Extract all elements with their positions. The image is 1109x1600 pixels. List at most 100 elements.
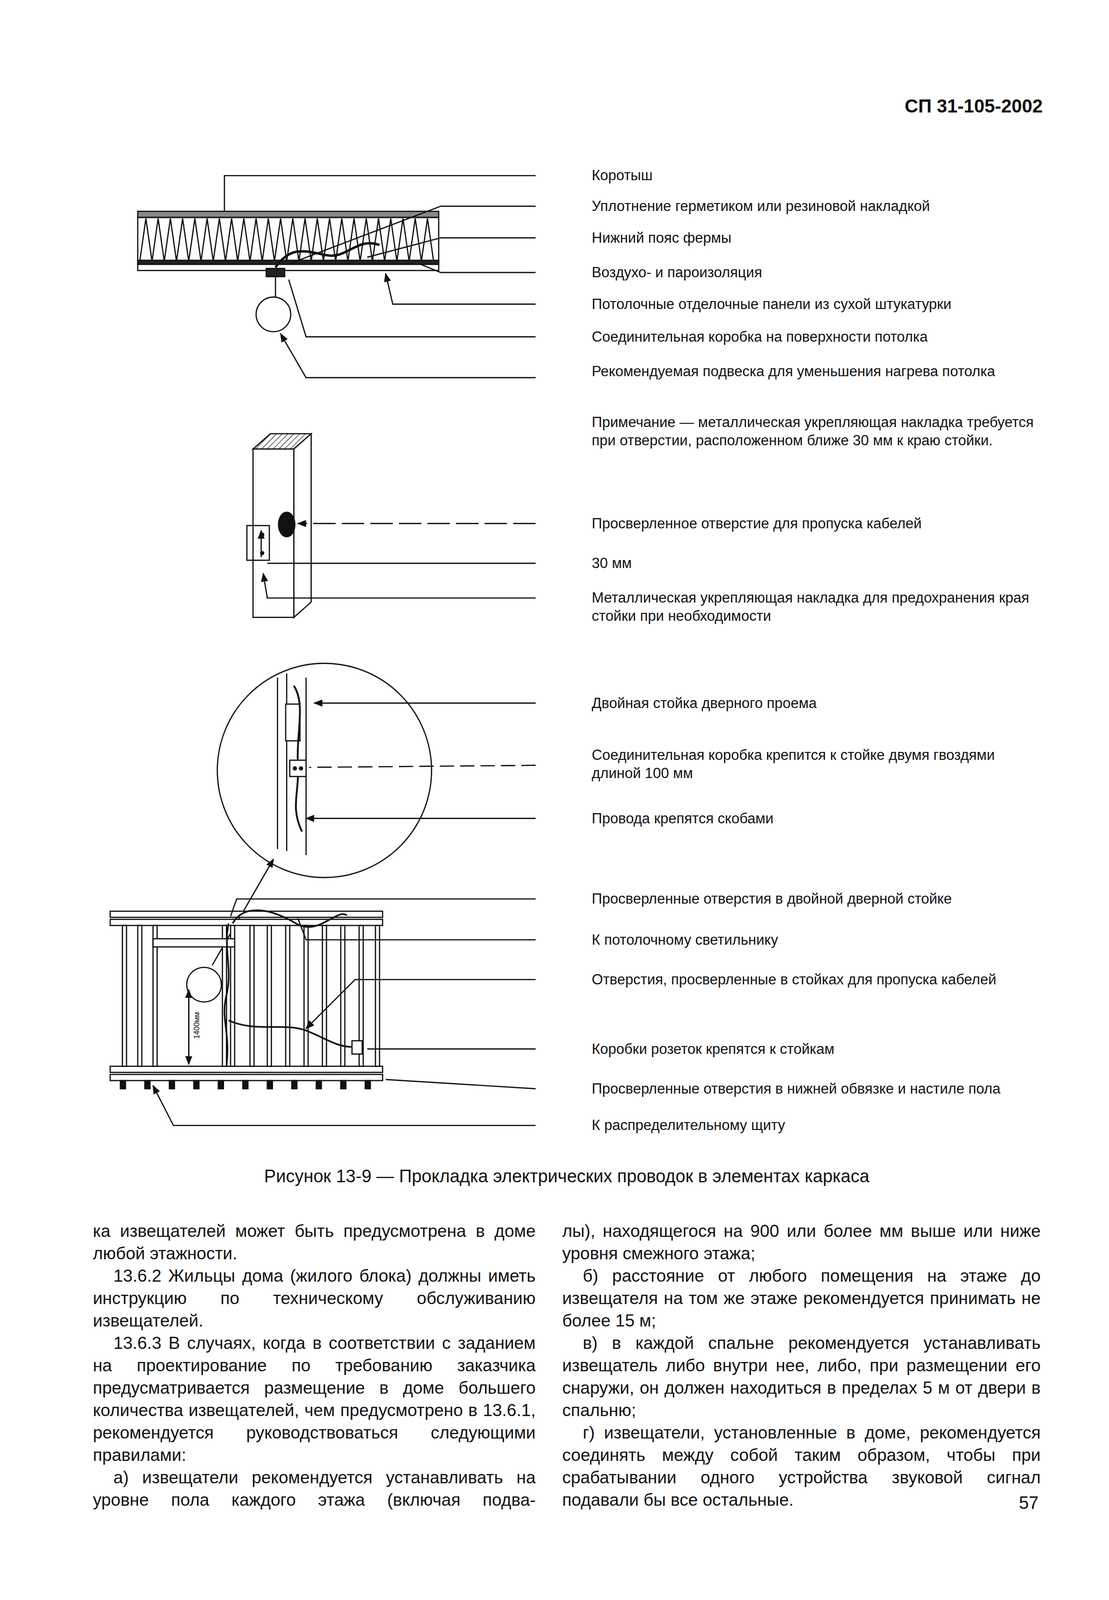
ceiling-section: [137, 264, 439, 271]
wall-framing: [110, 910, 383, 1089]
wall-framing: [153, 938, 235, 947]
body-paragraph: лы), находящегося на 900 или более мм вы…: [561, 1220, 1041, 1265]
leader-lines: [297, 918, 536, 941]
callout-label: Потолочные отделочные панели из сухой шт…: [591, 294, 1046, 314]
wall-framing: [340, 1080, 346, 1089]
callout-label: Коробки розеток крепятся к стойкам: [591, 1039, 1046, 1059]
leader-lines: [267, 562, 536, 565]
wall-framing: [242, 1080, 248, 1089]
detail-circle: [286, 673, 288, 851]
detail-circle: [217, 663, 432, 878]
leader-lines: [288, 279, 536, 337]
ceiling-section: [275, 243, 380, 268]
wall-framing: [188, 994, 190, 1065]
wall-framing: [267, 925, 272, 1067]
wall-framing: [316, 1080, 322, 1089]
callout-label: Соединительная коробка на поверхности по…: [591, 327, 1046, 346]
leader-lines: [263, 523, 536, 599]
wall-framing: [303, 925, 309, 1067]
callout-label: Просверленное отверстие для пропуска каб…: [591, 514, 1046, 533]
ceiling-section: [266, 268, 285, 277]
wall-framing: [122, 925, 127, 1067]
body-paragraph: в) в каждой спальне рекомендуется устана…: [561, 1332, 1041, 1422]
leader-lines: [224, 175, 536, 378]
wall-framing: [110, 1074, 383, 1081]
leader-lines: [280, 333, 536, 378]
callout-label: К распределительному щиту: [591, 1116, 1046, 1135]
stud-drawing: [260, 530, 262, 558]
wall-framing: [351, 1040, 363, 1054]
detail-circle: [217, 663, 432, 878]
callout-label: Отверстия, просверленные в стойках для п…: [591, 970, 1046, 989]
detail-circle: [276, 677, 279, 850]
ceiling-section: [274, 276, 277, 298]
leader-lines: [418, 263, 536, 273]
callout-label: Уплотнение герметиком или резиновой накл…: [591, 196, 1046, 216]
wall-framing: [267, 1080, 273, 1089]
detail-circle: [289, 760, 307, 777]
callout-label: Нижний пояс фермы: [591, 228, 1046, 247]
dimension-label: 1400мм: [192, 1011, 202, 1039]
wall-framing: [169, 1080, 175, 1089]
callout-label: К потолочному светильнику: [591, 930, 1046, 949]
wall-framing: [365, 1080, 371, 1089]
body-paragraph: ка извещателей может быть предусмотрена …: [92, 1220, 536, 1265]
ceiling-section: [137, 211, 439, 332]
leader-lines: [385, 273, 536, 305]
text-column: ка извещателей может быть предусмотрена …: [92, 1220, 536, 1512]
page-number: 57: [1018, 1492, 1039, 1514]
wall-framing: [322, 925, 327, 1067]
leader-lines: [153, 1085, 536, 1126]
leader-lines: [367, 1048, 536, 1050]
wall-framing: [193, 1080, 199, 1089]
wall-framing: [144, 1080, 150, 1089]
callout-label: Металлическая укрепляющая накладка для п…: [591, 588, 1046, 625]
body-paragraph: а) извещатели рекомендуется устанавливат…: [92, 1466, 536, 1512]
leader-lines: [153, 898, 536, 1126]
callout-label: Воздухо- и пароизоляция: [591, 263, 1046, 282]
stud-drawing: [252, 525, 254, 561]
detail-circle: [299, 766, 303, 771]
leader-lines: [306, 817, 536, 820]
leader-lines: [367, 238, 536, 258]
leader-lines: [263, 573, 536, 598]
body-paragraph: 13.6.3 В случаях, когда в соответствии с…: [92, 1332, 536, 1467]
stud-drawing: [246, 525, 270, 561]
text-column: лы), находящегося на 900 или более мм вы…: [561, 1220, 1041, 1512]
wall-framing: [218, 1080, 224, 1089]
leader-lines: [385, 1079, 536, 1089]
note-text: Примечание — металлическая укрепляющая н…: [591, 413, 1046, 450]
leader-lines: [297, 522, 536, 525]
detail-circle: [294, 685, 302, 832]
leader-lines: [314, 702, 536, 704]
detail-circle: [293, 766, 297, 771]
ceiling-section: [137, 211, 439, 218]
body-paragraph: б) расстояние от любого помещения на эта…: [561, 1264, 1041, 1333]
wall-framing: [137, 925, 142, 1067]
callout-label: 30 мм: [591, 554, 1046, 573]
body-paragraph: г) извещатели, установленные в доме, рек…: [561, 1421, 1041, 1512]
page-header: СП 31-105-2002: [904, 95, 1043, 117]
wall-framing: [110, 919, 383, 926]
illustration: [110, 175, 536, 1126]
callout-label: Провода крепятся скобами: [591, 809, 1046, 828]
leader-lines: [308, 765, 536, 768]
wall-framing: [224, 923, 229, 1067]
callout-label: Просверленные отверстия в двойной дверно…: [591, 889, 1046, 908]
wall-framing: [291, 1080, 297, 1089]
leader-lines: [306, 979, 536, 1029]
stud-drawing: [278, 512, 295, 537]
callout-label: Соединительная коробка крепится к стойке…: [591, 745, 1046, 783]
body-paragraph: 13.6.2 Жильцы дома (жилого блока) должны…: [92, 1264, 536, 1333]
wall-framing: [228, 1020, 352, 1047]
callout-label: Рекомендуемая подвеска для уменьшения на…: [591, 362, 1046, 381]
wall-framing: [110, 1066, 383, 1073]
callout-label: Просверленные отверстия в нижней обвязке…: [591, 1079, 1046, 1098]
figure-caption: Рисунок 13-9 — Прокладка электрических п…: [92, 1165, 1041, 1187]
wall-framing: [232, 910, 347, 927]
leader-lines: [287, 206, 536, 265]
leader-lines: [230, 898, 536, 917]
wall-framing: [285, 925, 290, 1067]
wall-framing: [375, 925, 380, 1067]
callout-label: Коротыш: [591, 166, 1046, 185]
